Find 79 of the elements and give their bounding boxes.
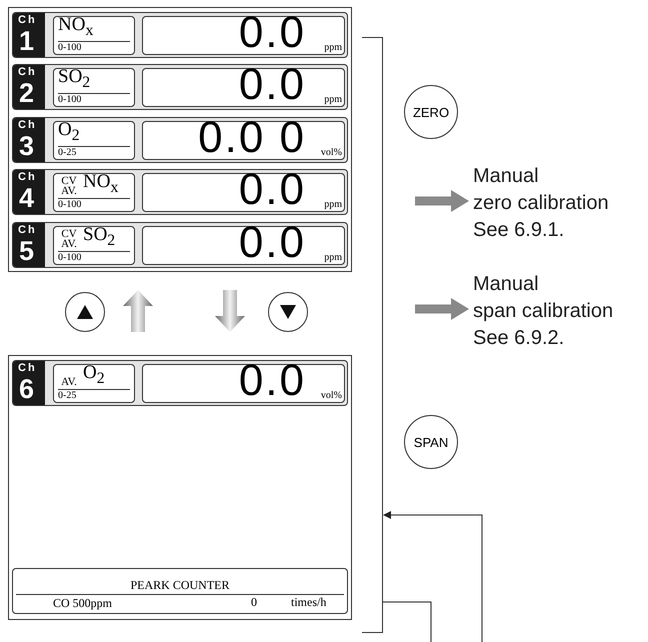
reading-value: 0.0 [238,218,306,268]
gas-name: SO$_{2}$ [58,66,90,93]
gas-name: NO$_{x}$ [83,171,118,198]
connector-line [382,602,432,642]
display-screen [8,355,352,620]
gas-name: O$_{2}$ [83,362,105,389]
panel-title: PEARK COUNTER [129,578,230,593]
note-line: See 6.9.2. [473,326,566,351]
bracket [362,37,383,633]
arrow [383,511,482,642]
note-line: span calibration [473,299,614,324]
unit-label: ppm [324,252,342,263]
unit-label: vol% [320,390,342,401]
note-line: Manual [473,272,540,297]
gas-label-box [53,364,135,403]
value-box [142,68,345,107]
reading-value: 0.0 [238,165,306,215]
round-button [268,292,308,332]
channel-row [12,360,348,406]
round-button: ZERO [404,85,458,139]
channel-label: Ch [18,224,37,236]
range-label: 0-25 [58,147,76,158]
value-box [142,226,345,265]
channel-row [12,222,348,268]
value-box [142,173,345,212]
note-line: See 6.9.1. [473,218,566,243]
block-arrow [415,298,469,320]
block-arrow [415,190,469,212]
channel-label: Ch [18,119,37,131]
range-label: 0-25 [58,390,76,401]
unit-label: vol% [320,147,342,158]
display-screen [8,7,352,272]
gas-name: NO$_{x}$ [58,14,94,41]
gas-label-box [53,173,135,212]
unit-label: ppm [324,42,342,53]
channel-label: Ch [18,66,37,78]
channel-number: 4 [19,183,34,213]
unit-label: ppm [324,94,342,105]
channel-row [12,117,348,163]
channel-number: 2 [19,78,34,108]
gas-label-box [53,226,135,265]
count-value: 0 [251,595,257,610]
value-box [142,121,345,160]
gas-prefix: CV AV. [60,229,78,249]
unit-label: ppm [324,199,342,210]
channel-label: Ch [18,362,37,374]
gas-label-box [53,121,135,160]
channel-row [12,64,348,110]
gas-label-box [53,16,135,55]
channel-label: Ch [18,171,37,183]
channel-number: 3 [19,131,34,161]
gas-name: SO$_{2}$ [83,224,116,251]
range-label: 0-100 [58,42,82,53]
range-label: 0-100 [58,252,82,263]
channel-label: Ch [18,14,37,26]
value-box [142,16,345,55]
gas-prefix: CV AV. [60,176,78,196]
reading-value: 0.0 [238,8,306,58]
channel-number: 1 [19,26,34,56]
channel-number: 6 [19,374,34,404]
count-unit: times/h [291,595,326,610]
channel-row [12,169,348,215]
channel-number: 5 [19,236,34,266]
range-label: 0-100 [58,94,82,105]
peak-counter-panel [12,568,348,614]
round-button [65,292,105,332]
round-button: SPAN [404,415,458,469]
note-line: Manual [473,164,540,189]
reading-value: 0.0 [238,60,306,110]
gas-label-box [53,68,135,107]
reading-value: 0.0 0 [198,113,306,163]
gas-prefix: AV. [60,377,78,387]
reading-value: 0.0 [238,356,306,406]
range-label: 0-100 [58,199,82,210]
gas-name: O$_{2}$ [58,119,80,146]
channel-row [12,12,348,58]
gas-threshold: CO 500ppm [53,596,112,611]
note-line: zero calibration [473,191,610,216]
value-box [142,364,345,403]
